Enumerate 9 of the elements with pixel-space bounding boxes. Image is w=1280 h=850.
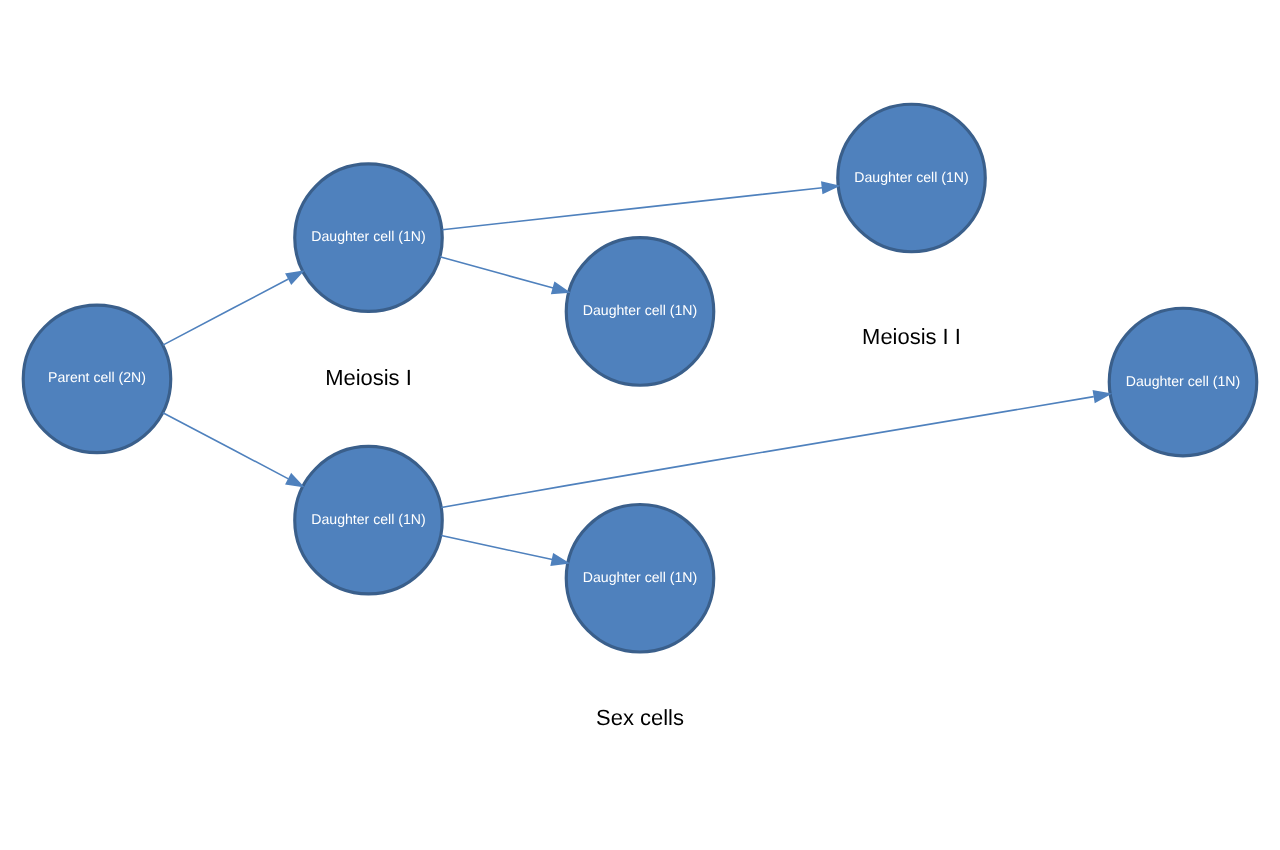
arrow: [162, 410, 305, 487]
arrow: [439, 255, 571, 294]
arrow: [440, 533, 571, 565]
arrow: [162, 269, 305, 345]
label: Sex cells: [596, 706, 684, 731]
arrow: [441, 180, 841, 230]
label: Meiosis I: [325, 365, 412, 390]
label: Meiosis I I: [862, 324, 961, 349]
arrow: [440, 389, 1113, 508]
